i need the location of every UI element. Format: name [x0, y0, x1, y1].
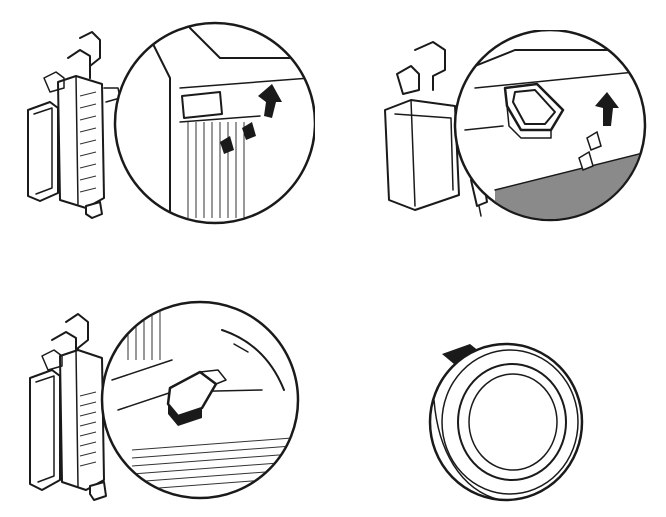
push-up-arrow — [578, 92, 619, 171]
magnifier-circle — [113, 21, 315, 225]
step-1-illustration — [27, 21, 315, 225]
magnifier-circle — [100, 300, 300, 500]
hatched-cylinder — [79, 91, 97, 193]
step-1-panel — [20, 18, 315, 233]
step-3-panel — [22, 300, 302, 505]
latch-lever — [166, 369, 227, 426]
step-4-illustration — [428, 342, 584, 502]
step-4-panel — [420, 330, 585, 505]
magnifier-circle — [453, 30, 647, 222]
cap-tab — [442, 344, 480, 364]
hatched-cylinder — [79, 391, 97, 467]
device-body — [384, 41, 488, 217]
latch-lever — [503, 82, 565, 139]
step-2-panel — [375, 30, 655, 230]
step-2-illustration — [384, 30, 647, 222]
push-up-arrow — [220, 84, 282, 154]
round-cap — [428, 342, 584, 502]
device-body — [27, 31, 121, 219]
device-body — [29, 313, 107, 501]
ribbed-surface — [187, 122, 245, 218]
step-3-illustration — [29, 300, 300, 501]
